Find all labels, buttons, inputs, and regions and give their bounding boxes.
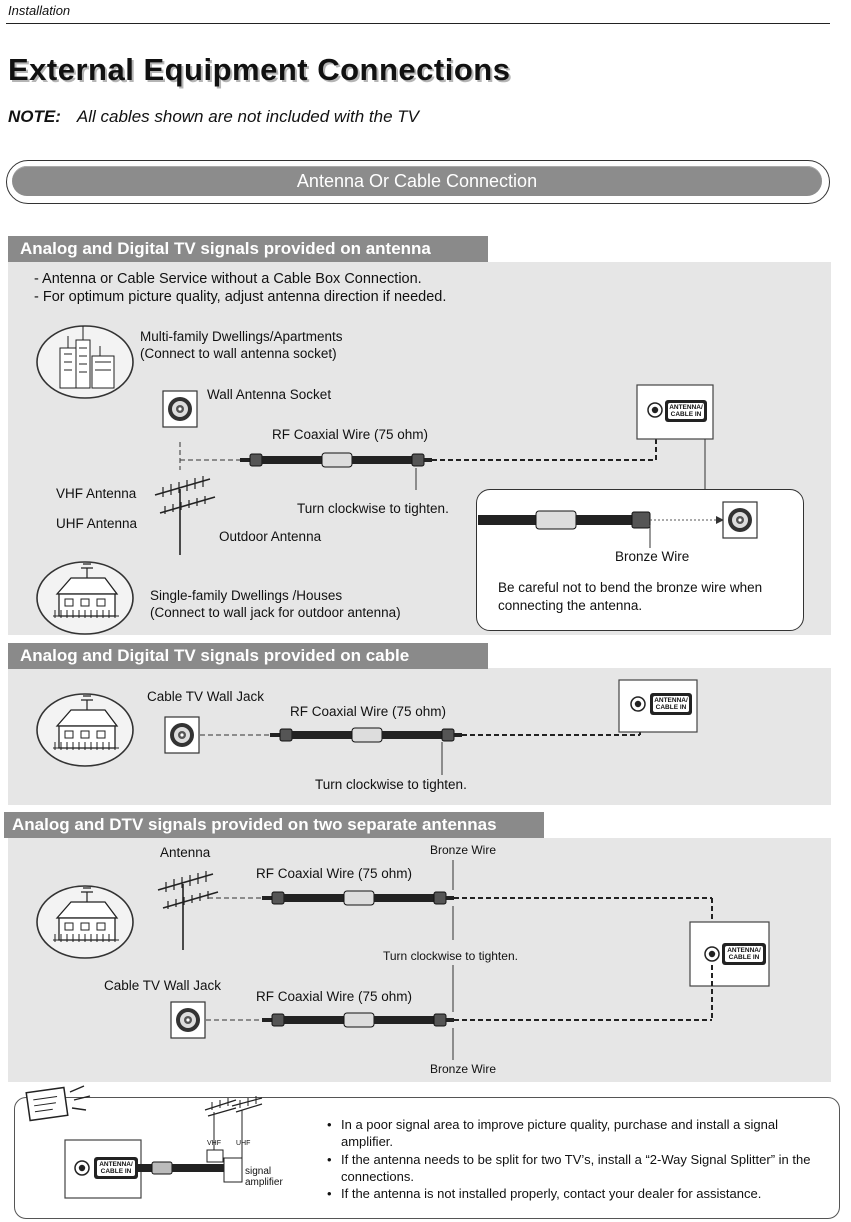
wall-jack-label: Cable TV Wall Jack bbox=[104, 978, 222, 993]
tip-item: If the antenna needs to be split for two… bbox=[322, 1151, 822, 1186]
tv-jack-2 bbox=[618, 679, 698, 733]
page-title: External Equipment Connections bbox=[8, 52, 511, 87]
careful-note-2: connecting the antenna. bbox=[498, 598, 643, 613]
tv-jack-label: ANTENNA/CABLE IN bbox=[654, 697, 688, 711]
single-family-label: Single-family Dwellings /Houses bbox=[150, 588, 343, 603]
rf-wire-top-label: RF Coaxial Wire (75 ohm) bbox=[256, 866, 413, 881]
tv-jack-1 bbox=[636, 384, 714, 440]
outdoor-antenna-label: Outdoor Antenna bbox=[219, 529, 322, 544]
tv-jack-label: ANTENNA/CABLE IN bbox=[669, 404, 703, 418]
running-header: Installation bbox=[8, 3, 71, 18]
rf-wire-bottom-label: RF Coaxial Wire (75 ohm) bbox=[256, 989, 413, 1004]
multi-family-label: Multi-family Dwellings/Apartments bbox=[140, 329, 343, 344]
single-family-note: (Connect to wall jack for outdoor antenn… bbox=[150, 605, 401, 620]
careful-note-1: Be careful not to bend the bronze wire w… bbox=[498, 580, 763, 595]
vhf-label: VHF Antenna bbox=[56, 486, 137, 501]
section1-bullet: - For optimum picture quality, adjust an… bbox=[34, 289, 447, 305]
tv-jack-tip bbox=[64, 1139, 142, 1199]
section2-heading: Analog and Digital TV signals provided o… bbox=[8, 643, 488, 669]
tv-jack-label: ANTENNA/CABLE IN bbox=[99, 1161, 133, 1175]
tv-jack-label: ANTENNA/CABLE IN bbox=[727, 947, 761, 961]
note: NOTE: All cables shown are not included w… bbox=[8, 107, 419, 127]
bronze-wire-label: Bronze Wire bbox=[615, 549, 690, 564]
uhf-small-label: UHF bbox=[236, 1140, 251, 1147]
bronze-wire-top-label: Bronze Wire bbox=[430, 843, 497, 857]
rf-wire-label: RF Coaxial Wire (75 ohm) bbox=[290, 704, 447, 719]
uhf-label: UHF Antenna bbox=[56, 516, 138, 531]
notepad-icon bbox=[25, 1085, 91, 1122]
note-text: All cables shown are not included with t… bbox=[76, 107, 419, 126]
vhf-small-label: VHF bbox=[207, 1140, 221, 1147]
apartment-building-icon bbox=[59, 326, 115, 389]
tip-item: If the antenna is not installed properly… bbox=[322, 1185, 822, 1203]
section1-bullet: - Antenna or Cable Service without a Cab… bbox=[34, 271, 422, 287]
multi-family-note: (Connect to wall antenna socket) bbox=[140, 346, 337, 361]
wall-socket-label: Wall Antenna Socket bbox=[207, 387, 332, 402]
turn-label: Turn clockwise to tighten. bbox=[297, 501, 449, 516]
wall-jack-label: Cable TV Wall Jack bbox=[147, 689, 265, 704]
header-rule bbox=[6, 23, 830, 24]
tip-list: In a poor signal area to improve picture… bbox=[322, 1116, 822, 1203]
banner-title: Antenna Or Cable Connection bbox=[12, 166, 822, 196]
antenna-label: Antenna bbox=[160, 845, 211, 860]
turn-label: Turn clockwise to tighten. bbox=[315, 777, 467, 792]
bronze-wire-bottom-label: Bronze Wire bbox=[430, 1062, 497, 1076]
tv-jack-3 bbox=[689, 921, 770, 987]
tip-item: In a poor signal area to improve picture… bbox=[322, 1116, 822, 1151]
turn-label: Turn clockwise to tighten. bbox=[383, 949, 518, 963]
note-label: NOTE: bbox=[8, 107, 61, 126]
amplifier-antennas-icon bbox=[204, 1096, 263, 1183]
section1-heading: Analog and Digital TV signals provided o… bbox=[8, 236, 488, 262]
rf-wire-label: RF Coaxial Wire (75 ohm) bbox=[272, 427, 429, 442]
section3-heading: Analog and DTV signals provided on two s… bbox=[4, 812, 544, 838]
